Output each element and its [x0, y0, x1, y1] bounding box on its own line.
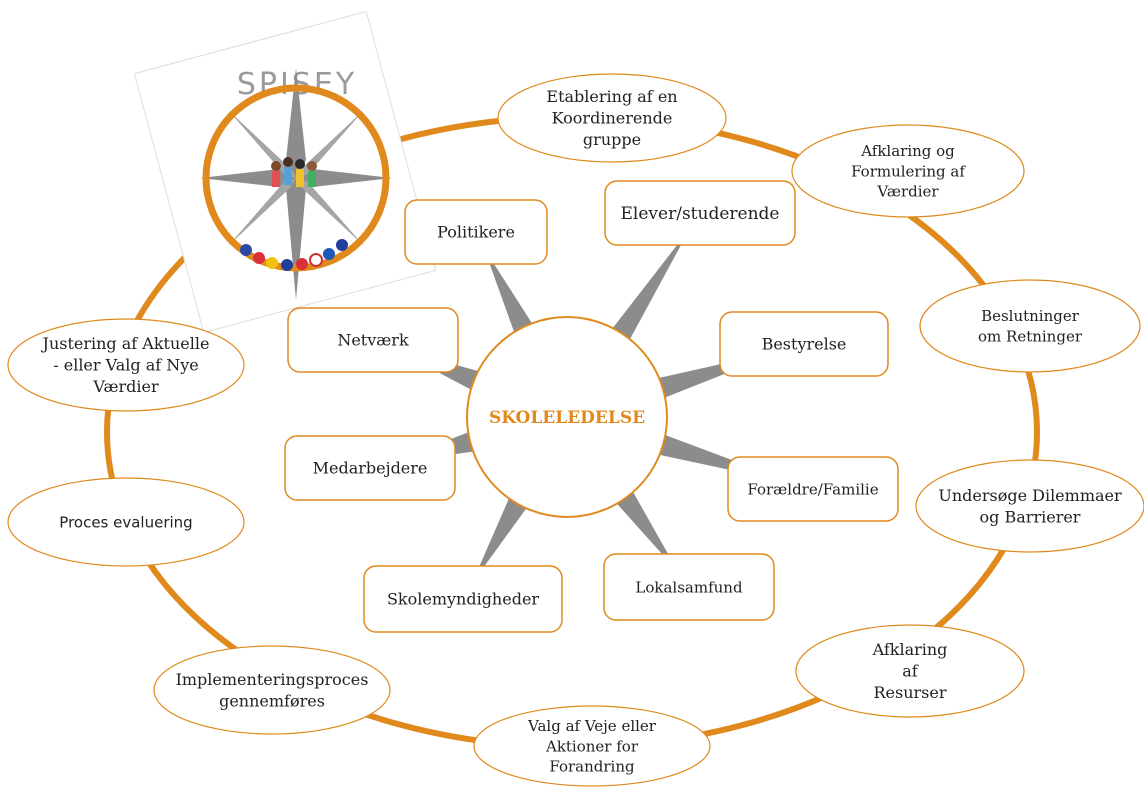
- stakeholder-box: [404, 199, 548, 265]
- stakeholder-label: Skolemyndigheder: [387, 590, 539, 609]
- stakeholder-label: Forældre/Familie: [747, 480, 878, 498]
- children-illustration: [271, 157, 317, 187]
- stakeholder-label: Lokalsamfund: [635, 578, 743, 596]
- process-step-ellipse: [919, 279, 1141, 373]
- stakeholder-box: [284, 435, 456, 501]
- compass-ring: [202, 84, 390, 272]
- process-steps: Etablering af en Koordinerende gruppeAfkla…: [7, 73, 1144, 787]
- process-step-label: om Retninger: [978, 327, 1083, 345]
- process-step-label: - eller Valg af Nye: [53, 356, 199, 375]
- process-step-label: Koordinerende: [552, 109, 673, 128]
- process-step-label: Valg af Veje eller: [527, 717, 657, 735]
- process-step-label: Afklaring: [872, 640, 948, 659]
- process-step-ellipse: [795, 624, 1025, 718]
- stakeholder-label: Medarbejdere: [313, 459, 428, 478]
- process-step-label: gruppe: [583, 130, 641, 149]
- process-step-label: Resurser: [873, 683, 946, 702]
- stakeholder-spoke: [606, 228, 691, 348]
- process-step-label: Værdier: [876, 183, 939, 201]
- stakeholder-label: Netværk: [337, 331, 409, 350]
- stakeholder-label: Bestyrelse: [762, 335, 847, 354]
- stakeholder-box: [727, 456, 899, 522]
- stakeholder-box: [603, 553, 775, 621]
- stakeholder-box: [604, 180, 796, 246]
- process-step-label: Etablering af en: [546, 87, 677, 106]
- process-step-ellipse: [153, 645, 391, 735]
- stakeholder-spoke: [471, 489, 532, 584]
- process-step-label: Forandring: [549, 758, 635, 776]
- stakeholder-spoke: [610, 483, 679, 573]
- spisey-logo: SPISEY: [133, 10, 437, 334]
- process-step-ellipse: [915, 459, 1144, 553]
- process-step-label: Justering af Aktuelle: [41, 334, 210, 353]
- process-step-label: Implementeringsproces: [176, 670, 369, 689]
- process-step-ellipse: [791, 124, 1025, 218]
- process-step-label: Proces evaluering: [59, 513, 192, 531]
- process-step-ellipse: [497, 73, 727, 163]
- stakeholder-box: [719, 311, 889, 377]
- process-step-label: og Barrierer: [980, 507, 1081, 526]
- process-step-label: Beslutninger: [981, 307, 1080, 325]
- process-step-label: Værdier: [92, 377, 159, 396]
- process-step-label: af: [902, 662, 919, 681]
- process-step-ellipse: [473, 705, 711, 787]
- center-circle: [466, 316, 668, 518]
- stakeholder-box: [287, 307, 459, 373]
- stakeholder-label: Politikere: [437, 223, 515, 242]
- process-step-ellipse: [7, 477, 245, 567]
- process-step-label: Undersøge Dilemmaer: [938, 486, 1122, 505]
- process-step-ellipse: [7, 318, 245, 412]
- stakeholder-spoke: [483, 248, 538, 342]
- flags-icon: [240, 239, 348, 271]
- process-step-label: gennemføres: [219, 691, 325, 710]
- stakeholder-label: Elever/studerende: [621, 204, 780, 224]
- process-step-label: Aktioner for: [545, 737, 639, 755]
- process-step-label: Afklaring og: [860, 142, 955, 160]
- process-step-label: Formulering af: [851, 162, 966, 180]
- stakeholder-box: [363, 565, 563, 633]
- center-label: SKOLELEDELSE: [489, 408, 645, 428]
